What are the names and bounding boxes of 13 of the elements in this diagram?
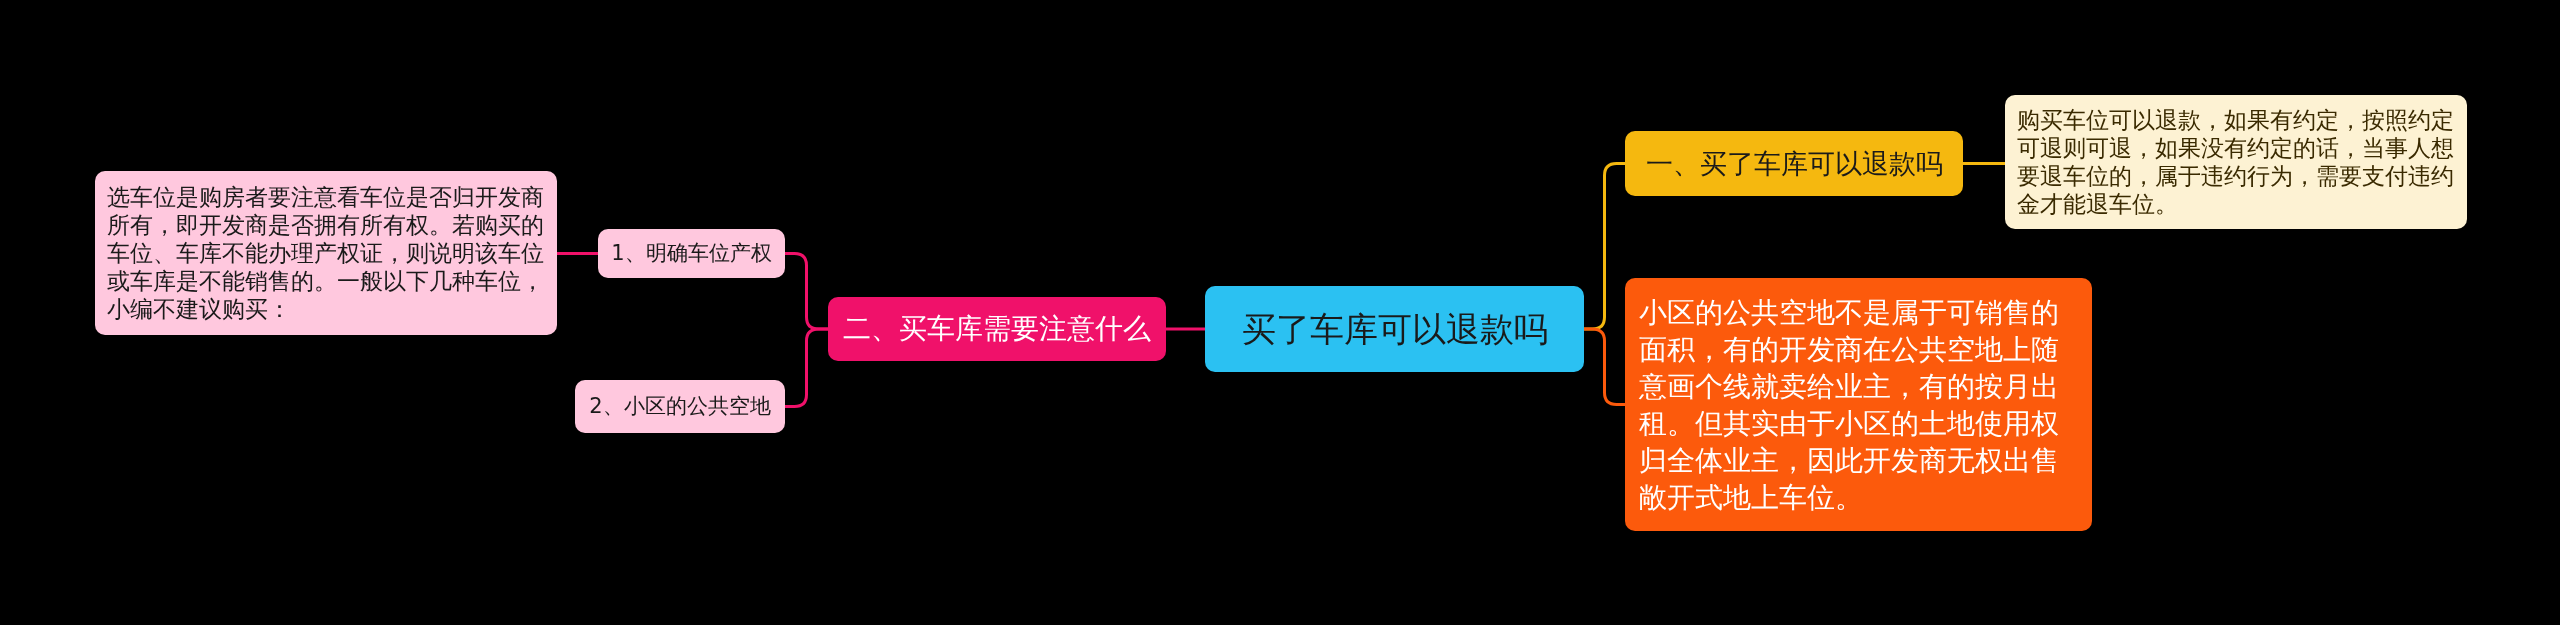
topic-box: 一、买了车库可以退款吗 [1625,131,1963,196]
note-box: 选车位是购房者要注意看车位是否归开发商所有，即开发商是否拥有所有权。若购买的车位、车库不能办理产权证，则说明该车位或车库是不能销售的。一般以下几种车位，小编不建议购买： [95,171,557,335]
connector-line [1166,327,1205,331]
note-box: 小区的公共空地不是属于可销售的面积，有的开发商在公共空地上随意画个线就卖给业主，有的按月出租。但其实由于小区的土地使用权归全体业主，因此开发商无权出售敞开式地上车位。 [1625,278,2092,531]
connector-line [785,327,828,408]
connector-line [1584,327,1625,406]
connector-line [1963,162,2005,165]
connector-line [557,252,598,255]
subtopic-box: 2、小区的公共空地 [575,380,785,433]
central-topic-box: 买了车库可以退款吗 [1205,286,1584,372]
note-box: 购买车位可以退款，如果有约定，按照约定可退则可退，如果没有约定的话，当事人想要退车位的，属于违约行为，需要支付违约金才能退车位。 [2005,95,2467,229]
subtopic-box: 1、明确车位产权 [598,229,785,278]
topic-box: 二、买车库需要注意什么 [828,297,1166,361]
